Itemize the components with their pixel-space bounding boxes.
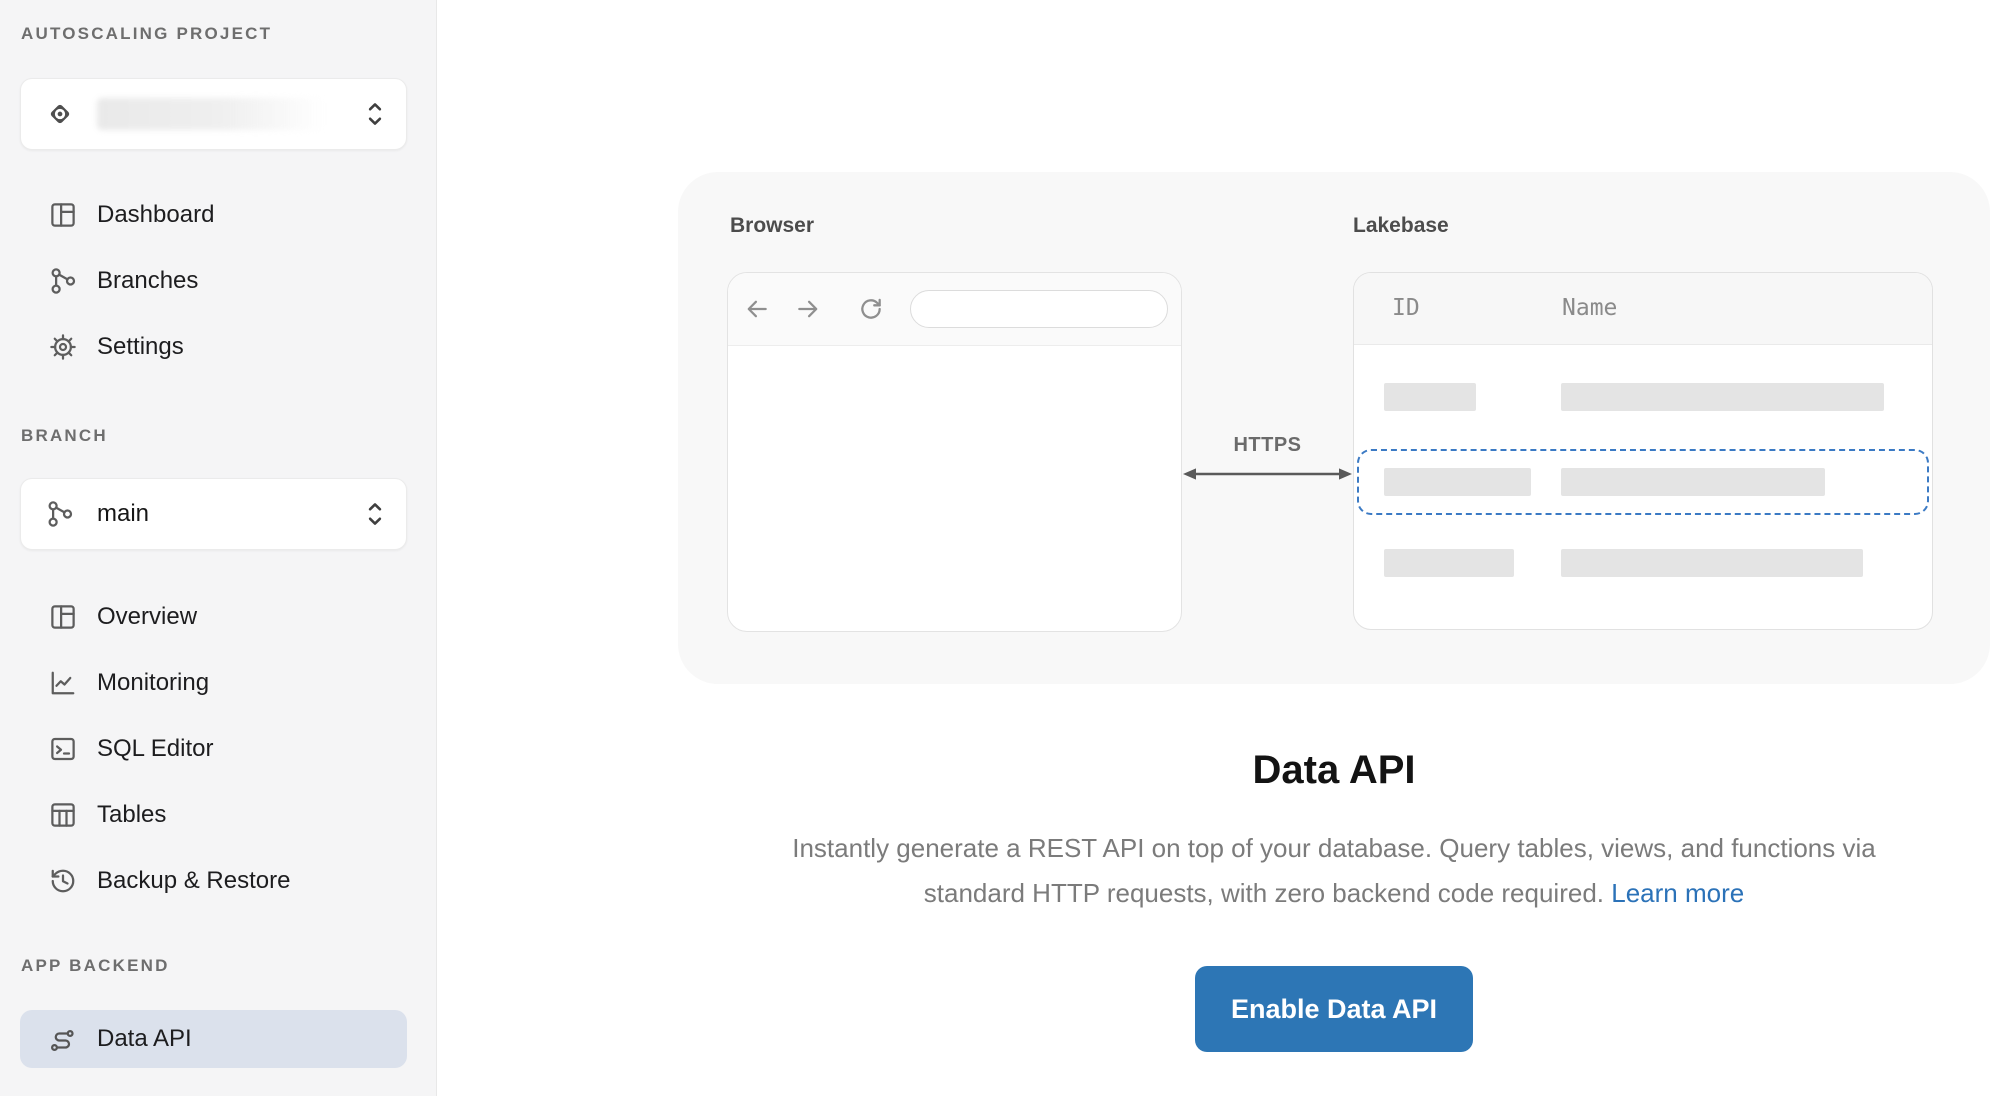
sidebar-item-monitoring[interactable]: Monitoring — [20, 654, 407, 712]
sidebar-item-label: Data API — [97, 1025, 192, 1052]
section-label-app-backend: APP BACKEND — [21, 956, 170, 975]
sidebar-item-tables[interactable]: Tables — [20, 786, 407, 844]
table-row-placeholder — [1384, 468, 1531, 496]
table-row-placeholder — [1561, 549, 1863, 577]
table-row-placeholder — [1561, 383, 1884, 411]
browser-panel-label: Browser — [730, 214, 815, 237]
overview-icon — [48, 602, 78, 632]
sidebar: AUTOSCALING PROJECT — [0, 0, 437, 1096]
column-header-id: ID — [1392, 295, 1420, 321]
section-label-autoscaling-project: AUTOSCALING PROJECT — [21, 24, 273, 43]
sidebar-item-backup-restore[interactable]: Backup & Restore — [20, 852, 407, 910]
sidebar-item-label: Tables — [97, 801, 167, 828]
table-row-placeholder — [1561, 468, 1825, 496]
sidebar-item-label: Branches — [97, 267, 199, 294]
project-name-redacted — [97, 98, 325, 130]
chevron-updown-icon — [362, 97, 388, 131]
forward-arrow-icon — [795, 296, 821, 322]
page-description: Instantly generate a REST API on top of … — [678, 826, 1990, 916]
section-label-branch: BRANCH — [21, 426, 108, 445]
page-title: Data API — [1252, 748, 1416, 792]
sidebar-item-label: SQL Editor — [97, 735, 214, 762]
table-row-placeholder — [1384, 383, 1476, 411]
data-api-illustration: Browser — [678, 172, 1990, 684]
browser-toolbar — [728, 273, 1181, 346]
back-arrow-icon — [744, 296, 770, 322]
project-target-icon — [45, 99, 75, 129]
sql-editor-terminal-icon — [48, 734, 78, 764]
sidebar-item-label: Dashboard — [97, 201, 215, 228]
description-line-2: standard HTTP requests, with zero backen… — [923, 878, 1604, 908]
dashboard-icon — [48, 200, 78, 230]
learn-more-link[interactable]: Learn more — [1611, 878, 1745, 908]
monitoring-chart-icon — [48, 668, 78, 698]
reload-icon — [858, 296, 884, 322]
sidebar-item-label: Settings — [97, 333, 184, 360]
lakebase-table-mock: ID Name — [1353, 272, 1933, 630]
table-row-placeholder — [1384, 549, 1514, 577]
chevron-updown-icon — [362, 497, 388, 531]
branches-icon — [48, 266, 78, 296]
sidebar-item-sql-editor[interactable]: SQL Editor — [20, 720, 407, 778]
branch-selector[interactable]: main — [20, 478, 407, 550]
description-line-1: Instantly generate a REST API on top of … — [792, 833, 1876, 863]
sidebar-item-dashboard[interactable]: Dashboard — [20, 186, 407, 244]
highlighted-row-outline — [1357, 449, 1929, 515]
table-header-row: ID Name — [1354, 273, 1932, 345]
sidebar-item-label: Backup & Restore — [97, 867, 291, 894]
project-selector[interactable] — [20, 78, 407, 150]
enable-data-api-button[interactable]: Enable Data API — [1194, 966, 1474, 1052]
lakebase-panel-label: Lakebase — [1353, 214, 1449, 237]
settings-gear-icon — [48, 332, 78, 362]
branch-icon — [45, 499, 75, 529]
double-arrow-icon — [1183, 468, 1352, 480]
column-header-name: Name — [1562, 295, 1618, 321]
https-connector: HTTPS — [1182, 434, 1353, 482]
sidebar-item-label: Overview — [97, 603, 198, 630]
backup-restore-history-icon — [48, 866, 78, 896]
browser-window-mock — [727, 272, 1182, 632]
sidebar-item-data-api[interactable]: Data API — [20, 1010, 407, 1068]
sidebar-item-branches[interactable]: Branches — [20, 252, 407, 310]
branch-selector-value: main — [97, 500, 150, 527]
data-api-route-icon — [48, 1024, 78, 1054]
main-content: Browser — [438, 0, 2000, 1096]
url-bar-mock — [910, 290, 1168, 328]
button-row: Enable Data API — [678, 966, 1990, 1052]
sidebar-item-overview[interactable]: Overview — [20, 588, 407, 646]
https-label: HTTPS — [1233, 434, 1302, 456]
tables-icon — [48, 800, 78, 830]
sidebar-item-settings[interactable]: Settings — [20, 318, 407, 376]
sidebar-item-label: Monitoring — [97, 669, 210, 696]
